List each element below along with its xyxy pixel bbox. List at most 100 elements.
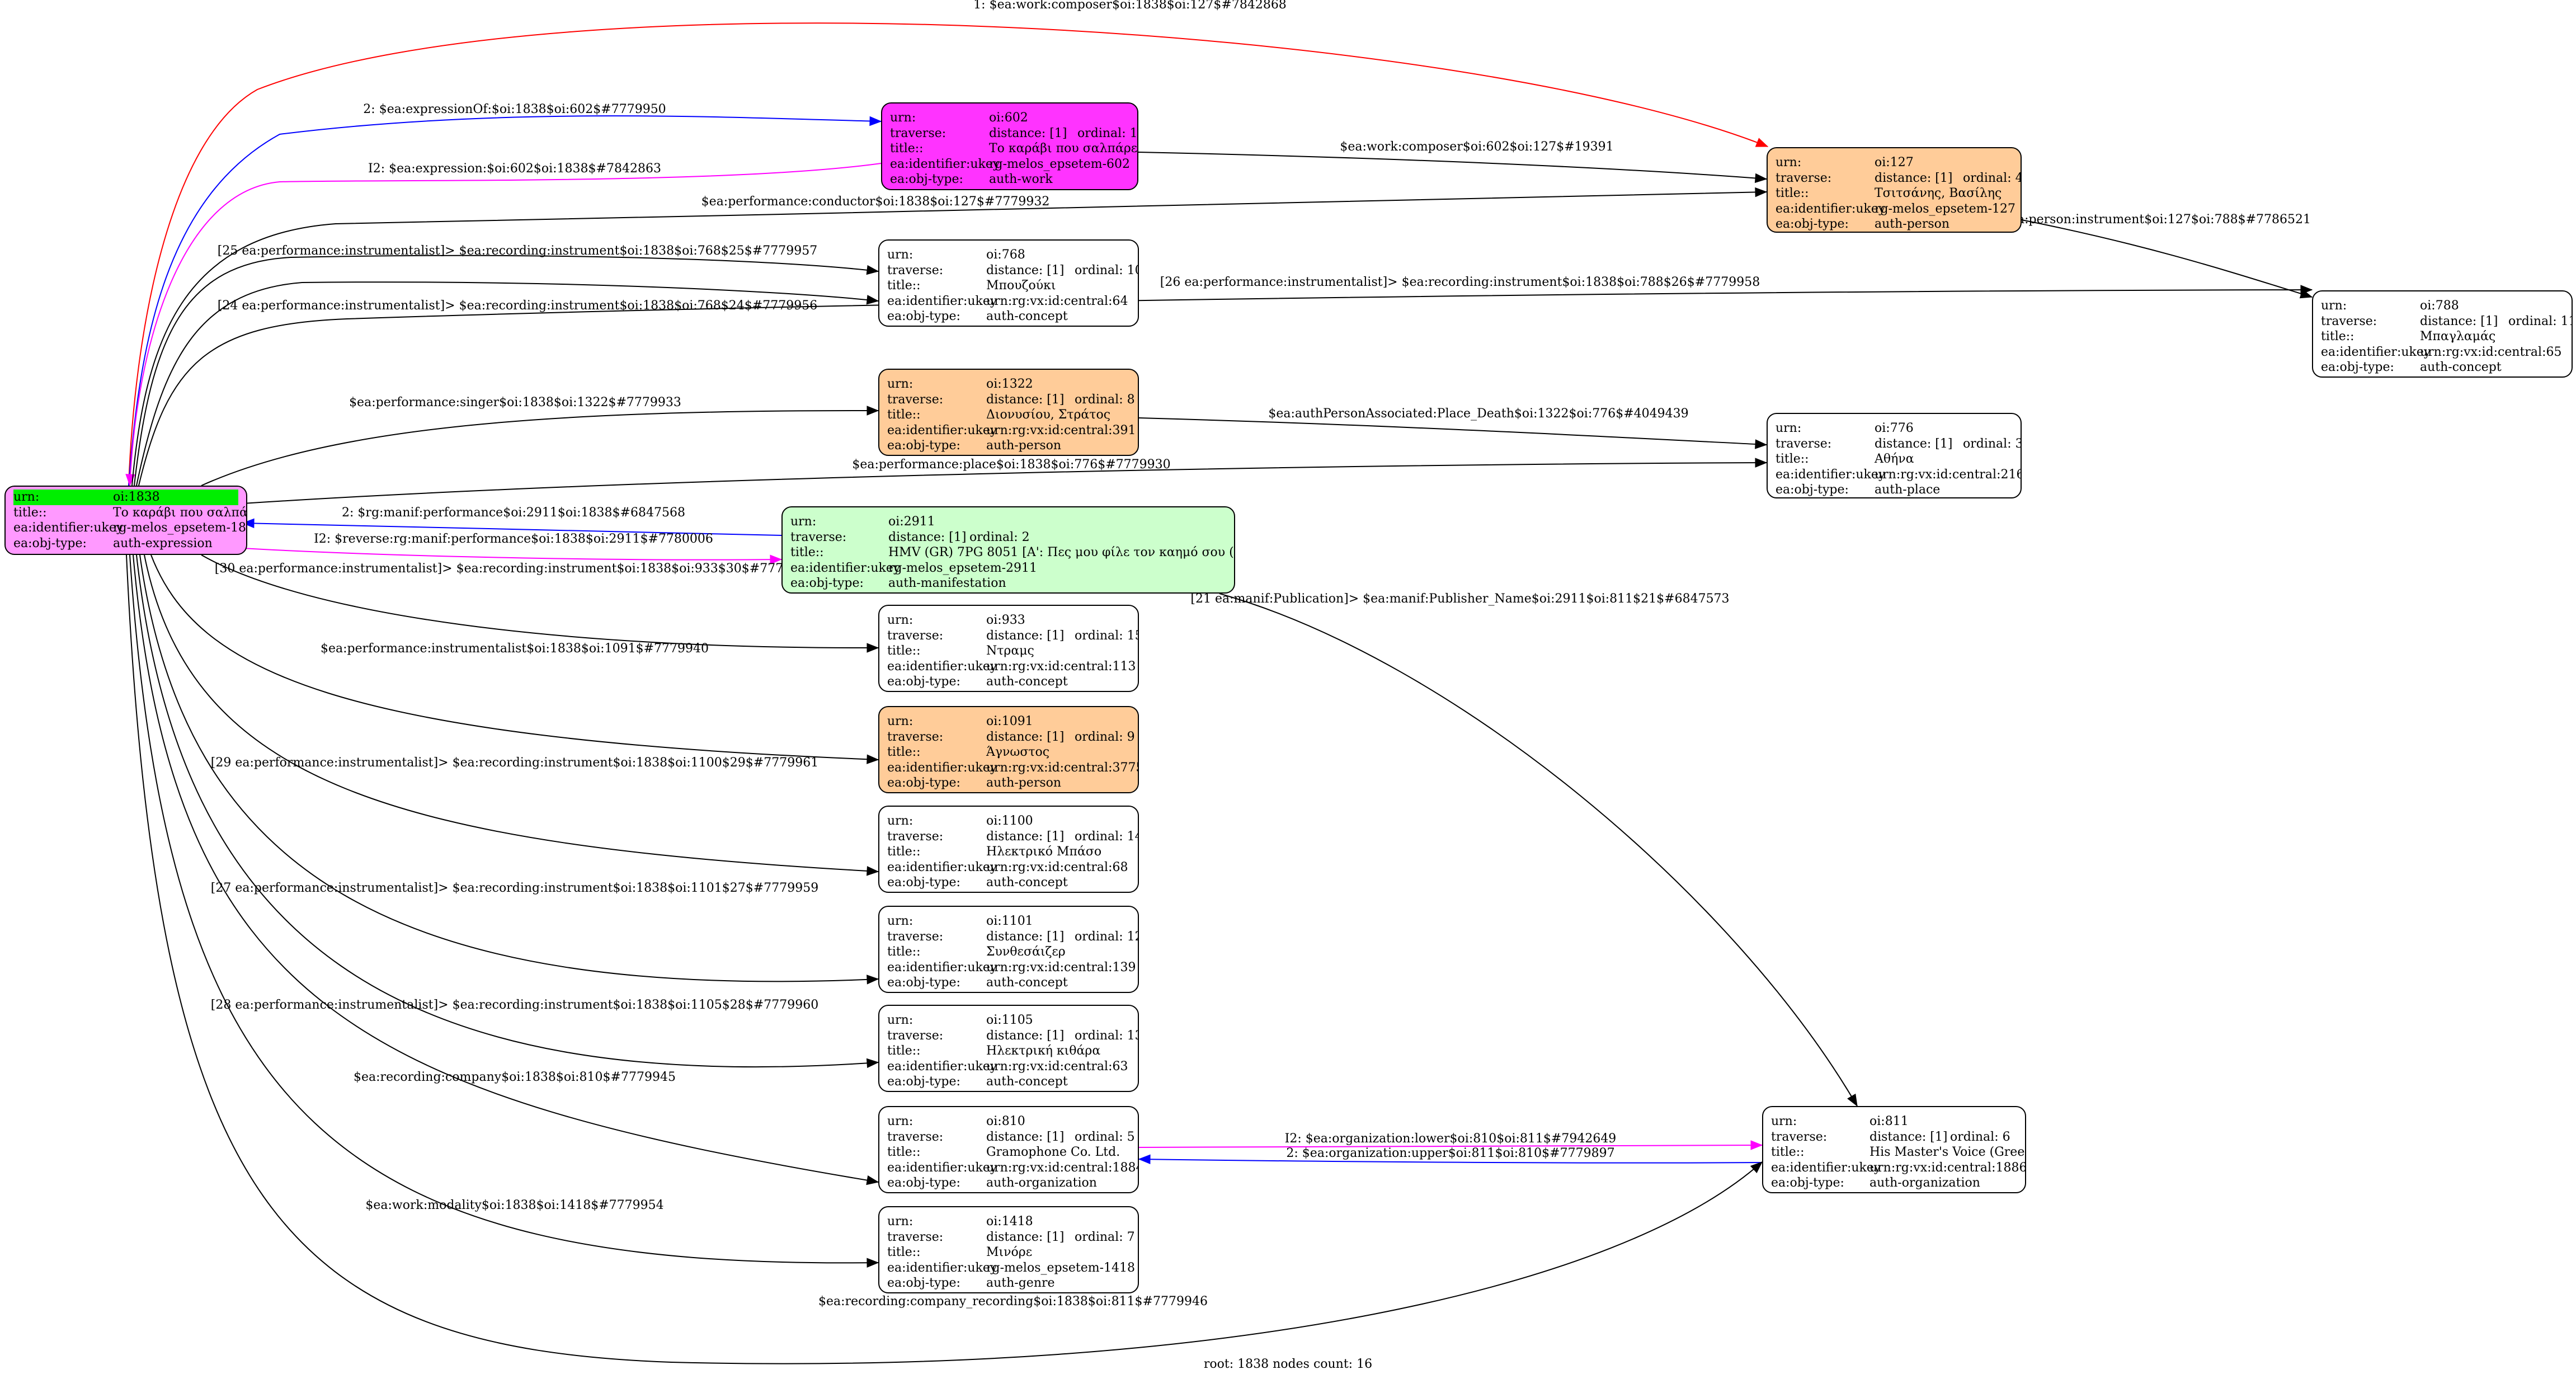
edge-instr-933-30[interactable]: [30 ea:performance:instrumentalist]> $ea… (201, 554, 879, 653)
node-row: urn:oi:127 (1776, 155, 2013, 171)
row-value: urn:rg:vx:id:central:216 (1875, 467, 2022, 482)
row-key: title:: (1776, 186, 1809, 200)
row-ordinal: ordinal: 2 (969, 530, 1030, 544)
row-key: ea:identifier:ukey (790, 561, 901, 575)
row-value: distance: [1] (986, 628, 1065, 643)
edge-line (144, 554, 879, 872)
edge-label: [24 ea:performance:instrumentalist]> $ea… (218, 299, 817, 313)
row-key: title:: (887, 408, 921, 422)
row-value: distance: [1] (986, 1129, 1065, 1144)
row-key: urn: (1776, 421, 1802, 435)
node-row: ea:obj-type:auth-concept (887, 674, 1130, 690)
edge-label: $ea:performance:singer$oi:1838$oi:1322$#… (349, 396, 681, 410)
edge-company-recording[interactable]: $ea:recording:company_recording$oi:1838$… (126, 554, 1763, 1364)
row-key: title:: (887, 845, 921, 859)
edge-expression-602[interactable]: I2: $ea:expression:$oi:602$oi:1838$#7842… (125, 162, 882, 487)
edge-org-upper[interactable]: 2: $ea:organization:upper$oi:811$oi:810$… (1138, 1146, 1763, 1165)
row-value: auth-person (1875, 217, 1950, 231)
edge-manif-perf[interactable]: 2: $rg:manif:performance$oi:2911$oi:1838… (242, 506, 782, 536)
edge-publisher[interactable]: [21 ea:manif:Publication]> $ea:manif:Pub… (1190, 592, 1858, 1107)
edge-instrumentalist-1091[interactable]: $ea:performance:instrumentalist$oi:1838$… (150, 554, 879, 764)
node-row: ea:obj-type:auth-expression (13, 536, 238, 552)
row-value: urn:rg:vx:id:central:113 (986, 659, 1136, 674)
row-key: traverse: (790, 530, 847, 544)
row-key: urn: (887, 714, 913, 728)
row-key: title:: (13, 505, 47, 520)
edge-line (1138, 417, 1767, 445)
row-key: title:: (887, 945, 921, 959)
node-row: traverse:distance: [1]ordinal: 7 (887, 1230, 1135, 1245)
row-value: oi:1418 (986, 1215, 1033, 1229)
row-value: distance: [1] (986, 729, 1065, 744)
edge-instr-768-25[interactable]: [25 ea:performance:instrumentalist]> $ea… (134, 244, 879, 486)
edge-label: 2: $ea:organization:upper$oi:811$oi:810$… (1286, 1146, 1614, 1160)
edge-label: [26 ea:performance:instrumentalist]> $ea… (1160, 275, 1760, 289)
row-value: rg-melos_epsetem-127 (1875, 201, 2016, 216)
row-value: Αθήνα (1875, 452, 1914, 466)
row-value: oi:2911 (888, 515, 935, 529)
row-value: urn:rg:vx:id:central:65 (2420, 345, 2562, 359)
edge-composer-602[interactable]: $ea:work:composer$oi:602$oi:127$#19391 (1138, 140, 1768, 183)
edge-label: [28 ea:performance:instrumentalist]> $ea… (211, 998, 818, 1012)
row-key: ea:obj-type: (887, 1276, 960, 1290)
row-key: ea:obj-type: (887, 776, 960, 790)
row-key: traverse: (887, 929, 944, 944)
edge-perf-place[interactable]: $ea:performance:place$oi:1838$oi:776$#77… (242, 458, 1768, 504)
edge-expressionOf[interactable]: 2: $ea:expressionOf:$oi:1838$oi:602$#777… (128, 102, 882, 486)
edge-composer-1838[interactable]: 1: $ea:work:composer$oi:1838$oi:127$#784… (128, 0, 1769, 486)
row-key: traverse: (887, 729, 944, 744)
node-row: traverse:distance: [1]ordinal: 8 (887, 392, 1135, 408)
edge-instr-1105-28[interactable]: [28 ea:performance:instrumentalist]> $ea… (136, 554, 879, 1069)
edge-org-lower[interactable]: I2: $ea:organization:lower$oi:810$oi:811… (1138, 1132, 1763, 1150)
edge-instr-768-24[interactable]: [24 ea:performance:instrumentalist]> $ea… (136, 281, 879, 486)
edge-arrowhead (866, 295, 879, 305)
edge-instr-1101-27[interactable]: [27 ea:performance:instrumentalist]> $ea… (139, 554, 879, 985)
row-value: oi:1838 (113, 490, 160, 504)
edge-reverse-manif[interactable]: I2: $reverse:rg:manif:performance$oi:183… (242, 532, 783, 564)
row-key: ea:obj-type: (1771, 1176, 1844, 1190)
edge-instr-788-26[interactable]: [26 ea:performance:instrumentalist]> $ea… (138, 275, 2313, 486)
edge-instr-1100-29[interactable]: [29 ea:performance:instrumentalist]> $ea… (144, 554, 879, 876)
edge-modality[interactable]: $ea:work:modality$oi:1838$oi:1418$#77799… (129, 554, 879, 1268)
row-key: ea:obj-type: (13, 536, 87, 550)
row-key: urn: (887, 1013, 913, 1027)
row-key: urn: (887, 1114, 913, 1128)
edge-death-place[interactable]: $ea:authPersonAssociated:Place_Death$oi:… (1138, 407, 1768, 449)
edge-person-instr[interactable]: $ea:person:instrument$oi:127$oi:788$#778… (2002, 213, 2313, 299)
row-key: ea:obj-type: (790, 576, 864, 590)
node-row: title::Συνθεσάιζερ (887, 944, 1130, 960)
row-value: rg-melos_epsetem-1838 (113, 521, 247, 535)
edge-label: $ea:performance:conductor$oi:1838$oi:127… (701, 195, 1050, 209)
row-value: oi:1105 (986, 1013, 1033, 1027)
row-ordinal: ordinal: 5 (1075, 1129, 1135, 1144)
row-ordinal: ordinal: 11 (2508, 314, 2573, 328)
node-row: urn:oi:811 (1771, 1114, 2017, 1129)
row-key: title:: (1776, 452, 1809, 466)
node-row: traverse:distance: [1]ordinal: 15 (887, 628, 1138, 644)
row-ordinal: ordinal: 13 (1075, 1028, 1139, 1043)
edge-singer[interactable]: $ea:performance:singer$oi:1838$oi:1322$#… (201, 396, 879, 486)
edge-label: $ea:work:composer$oi:602$oi:127$#19391 (1340, 140, 1613, 154)
row-value: rg-melos_epsetem-2911 (888, 561, 1038, 575)
edge-label: [21 ea:manif:Publication]> $ea:manif:Pub… (1190, 592, 1729, 606)
row-key: ea:identifier:ukey (887, 1160, 997, 1175)
edge-company[interactable]: $ea:recording:company$oi:1838$oi:810$#77… (133, 554, 879, 1185)
